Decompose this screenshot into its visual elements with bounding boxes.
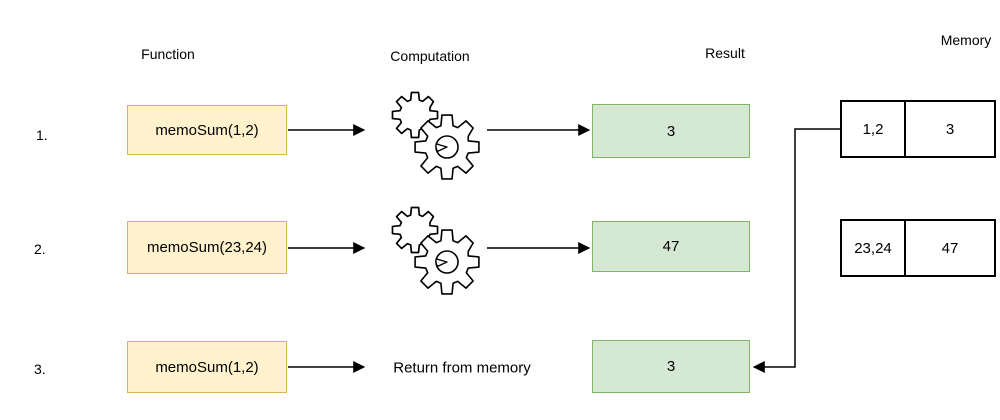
memory-table-row2: 23,24 47 (840, 219, 996, 277)
memory-table-row1: 1,2 3 (840, 100, 996, 158)
arrow-memory-to-row3-result (752, 128, 840, 373)
result-box-label: 3 (666, 122, 676, 140)
function-box-row3: memoSum(1,2) (127, 341, 287, 393)
function-box-label: memoSum(1,2) (155, 121, 259, 139)
result-box-label: 3 (666, 358, 676, 375)
result-box-row3: 3 (592, 340, 750, 393)
result-box-row2: 47 (592, 221, 750, 272)
row-number-2: 2. (34, 241, 46, 257)
memory-value-cell: 3 (904, 100, 996, 158)
column-header-result: Result (705, 45, 745, 61)
column-header-function: Function (141, 46, 195, 62)
return-from-memory-label: Return from memory (393, 359, 531, 377)
gears-icon (391, 91, 480, 180)
gears-icon (391, 206, 480, 295)
function-box-row1: memoSum(1,2) (127, 105, 287, 155)
row-number-1: 1. (36, 127, 48, 143)
function-box-row2: memoSum(23,24) (127, 221, 287, 274)
column-header-computation: Computation (390, 48, 470, 64)
column-header-memory: Memory (940, 32, 992, 48)
row-number-3: 3. (34, 361, 46, 377)
memory-value-cell: 47 (904, 219, 996, 277)
result-box-label: 47 (662, 238, 680, 255)
memory-args-cell: 23,24 (840, 219, 906, 277)
function-box-label: memoSum(23,24) (146, 239, 268, 256)
result-box-row1: 3 (592, 104, 750, 158)
function-box-label: memoSum(1,2) (155, 358, 259, 376)
memory-args-cell: 1,2 (840, 100, 906, 158)
